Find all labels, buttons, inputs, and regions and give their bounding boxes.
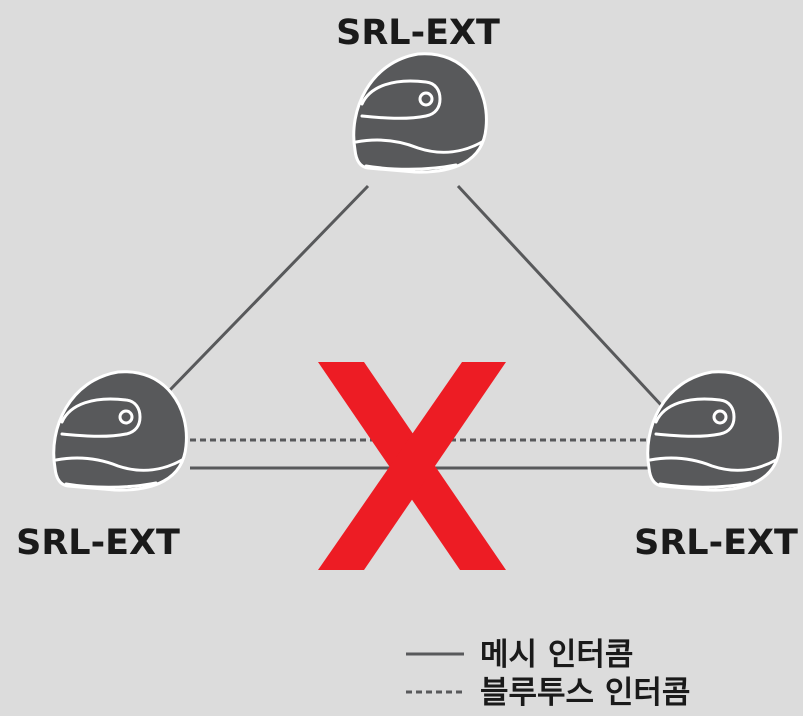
legend-mesh-label: 메시 인터콤 xyxy=(480,637,633,673)
helmet-icon-top xyxy=(352,52,488,174)
node-label-left: SRL-EXT xyxy=(16,523,180,563)
mesh-line-top-left xyxy=(166,184,370,394)
legend-bluetooth-label: 블루투스 인터콤 xyxy=(480,675,690,711)
helmet-icon-right xyxy=(646,370,782,492)
x-mark-icon xyxy=(318,362,506,570)
legend: 메시 인터콤 블루투스 인터콤 xyxy=(406,637,690,711)
helmet-icon-left xyxy=(52,370,188,492)
node-label-top: SRL-EXT xyxy=(336,13,500,53)
node-label-right: SRL-EXT xyxy=(634,523,798,563)
mesh-line-top-right xyxy=(456,184,664,408)
